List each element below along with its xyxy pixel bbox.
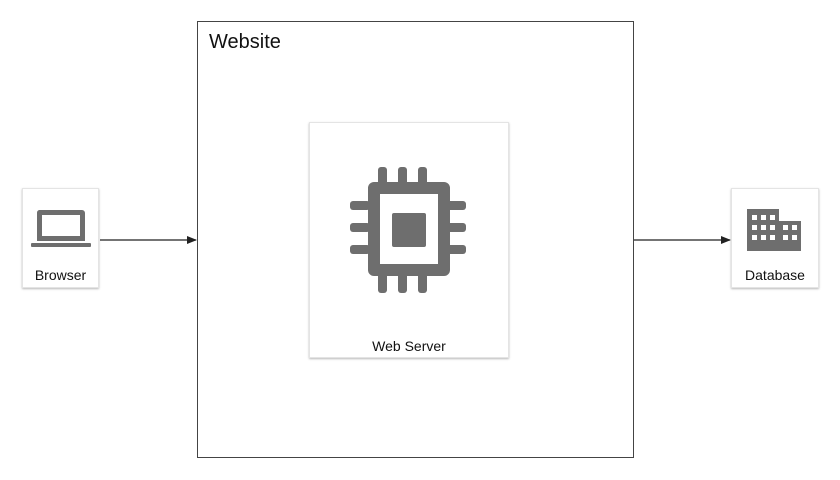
laptop-icon xyxy=(31,210,91,247)
database-label: Database xyxy=(745,267,805,283)
cpu-chip-icon xyxy=(350,167,466,293)
web-server-node[interactable]: Web Server xyxy=(309,122,509,358)
web-server-label: Web Server xyxy=(372,338,446,354)
website-group-title: Website xyxy=(209,31,281,53)
database-node[interactable]: Database xyxy=(731,188,819,288)
browser-label: Browser xyxy=(34,267,87,283)
building-icon xyxy=(747,209,801,251)
browser-node[interactable]: Browser xyxy=(22,188,99,288)
